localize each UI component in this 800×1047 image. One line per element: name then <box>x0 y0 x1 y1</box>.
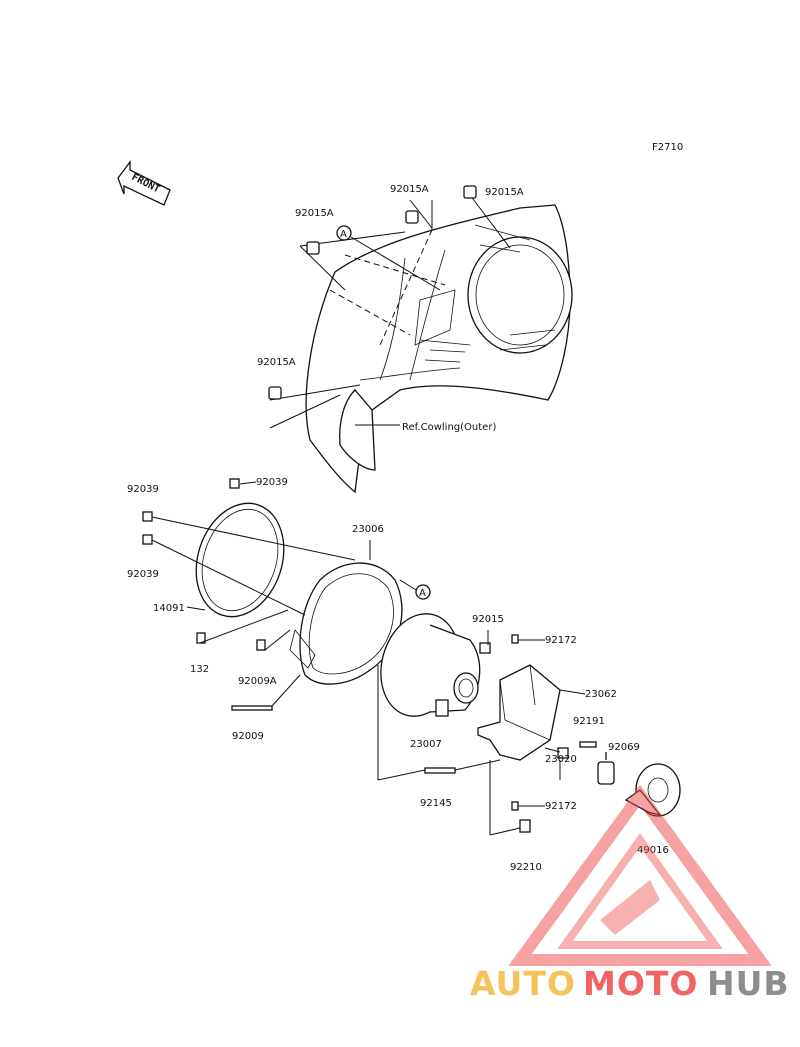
label-92015A-left: 92015A <box>295 208 334 219</box>
callout-marker-upper-text: A <box>340 229 347 240</box>
grommet-92015A-left <box>306 241 320 255</box>
label-92039-lower: 92039 <box>127 569 159 580</box>
callout-marker-lower: A <box>415 584 431 600</box>
headlight-housing-23006 <box>289 562 403 685</box>
reference-label: Ref.Cowling(Outer) <box>402 422 496 433</box>
headlight-unit-23007 <box>380 613 481 717</box>
grommet-92015A-lower <box>268 386 282 400</box>
label-92015A-lower: 92015A <box>257 357 296 368</box>
bracket-23062 <box>477 664 561 761</box>
label-92015A-right: 92015A <box>485 187 524 198</box>
front-arrow-icon: FRONT <box>117 160 171 206</box>
label-92069: 92069 <box>608 742 640 753</box>
watermark-moto: MOTO <box>583 964 698 1003</box>
label-92009: 92009 <box>232 731 264 742</box>
label-23020: 23020 <box>545 754 577 765</box>
label-92015A-center: 92015A <box>390 184 429 195</box>
label-92172-upper: 92172 <box>545 635 577 646</box>
grommet-92015A-center <box>405 210 419 224</box>
leader-lines-lower <box>151 481 586 836</box>
label-92015: 92015 <box>472 614 504 625</box>
cowling-outer <box>305 204 573 494</box>
fasteners <box>142 478 597 833</box>
label-92191: 92191 <box>573 716 605 727</box>
watermark-auto: AUTO <box>470 964 576 1003</box>
label-132: 132 <box>190 664 209 675</box>
label-92210: 92210 <box>510 862 542 873</box>
label-92039-top: 92039 <box>256 477 288 488</box>
callout-marker-upper: A <box>336 225 352 241</box>
label-92172-lower: 92172 <box>545 801 577 812</box>
headlight-rim-14091 <box>195 502 285 618</box>
watermark-hub: HUB <box>707 964 790 1003</box>
grommet-92015A-right <box>463 185 477 199</box>
label-23062: 23062 <box>585 689 617 700</box>
figure-code: F2710 <box>652 142 683 153</box>
label-92145: 92145 <box>420 798 452 809</box>
label-92039-left: 92039 <box>127 484 159 495</box>
bulb-92069 <box>597 752 615 785</box>
label-92009A: 92009A <box>238 676 277 687</box>
label-23007: 23007 <box>410 739 442 750</box>
callout-marker-lower-text: A <box>419 588 426 599</box>
watermark-logo: AUTO MOTO HUB <box>470 784 790 1003</box>
label-49016: 49016 <box>637 845 669 856</box>
label-23006: 23006 <box>352 524 384 535</box>
label-14091: 14091 <box>153 603 185 614</box>
